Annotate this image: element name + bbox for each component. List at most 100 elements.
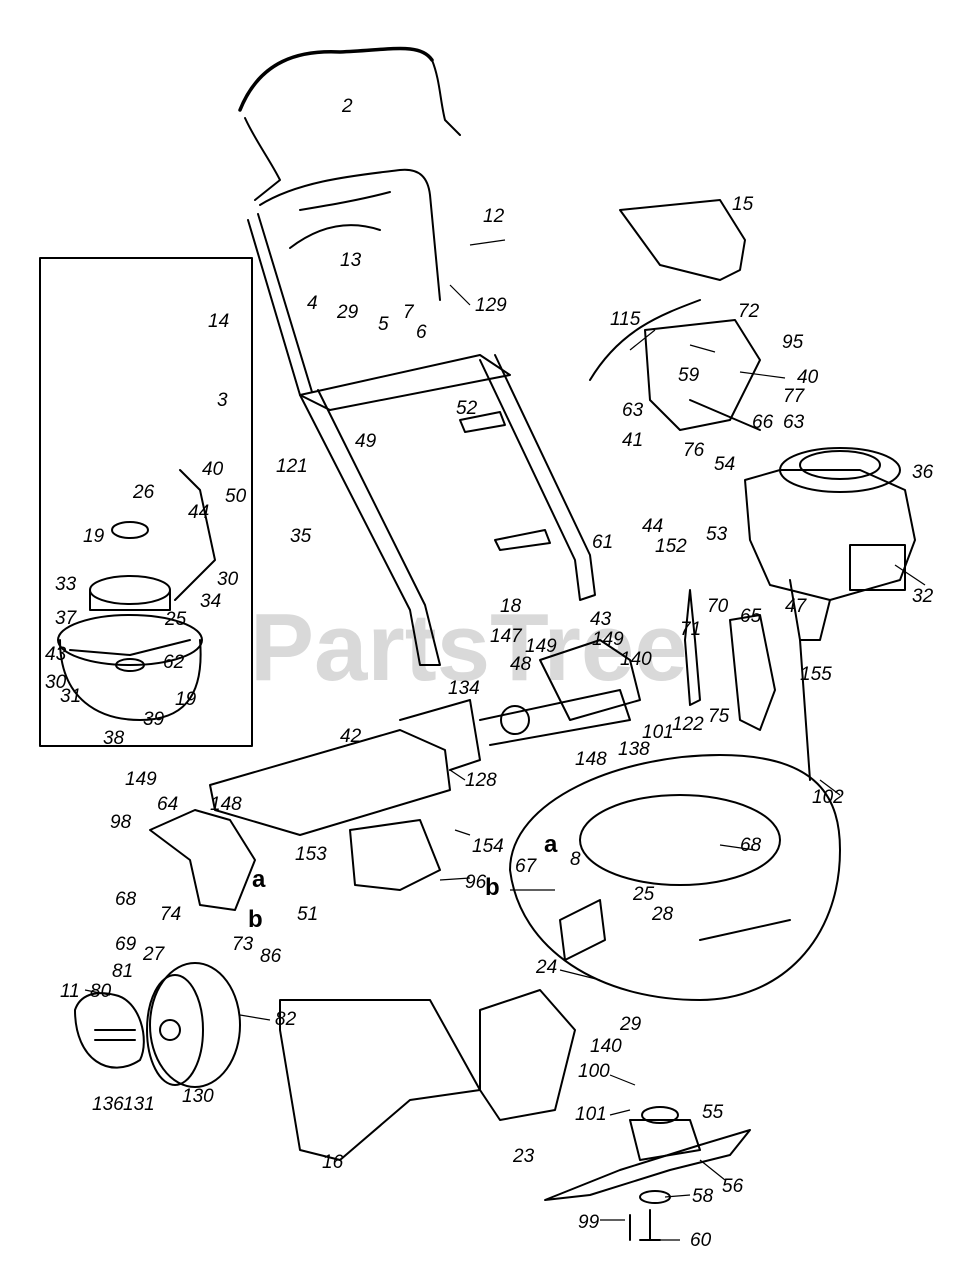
label-4: 4 <box>307 293 318 314</box>
label-5: 5 <box>378 314 389 335</box>
label-60: 60 <box>690 1230 712 1251</box>
watermark: PartsTree <box>250 594 688 701</box>
label-50: 50 <box>225 486 247 507</box>
label-148: 148 <box>210 794 242 815</box>
label-35: 35 <box>290 526 312 547</box>
label-82: 82 <box>275 1009 297 1030</box>
label-130: 130 <box>182 1086 214 1107</box>
upper-handle-drawing <box>247 168 511 411</box>
label-44: 44 <box>188 502 209 523</box>
label-26: 26 <box>132 482 155 503</box>
label-68: 68 <box>740 835 762 856</box>
label-66: 66 <box>752 412 774 433</box>
label-39: 39 <box>143 709 165 730</box>
label-27: 27 <box>142 944 166 965</box>
label-3: 3 <box>217 390 228 411</box>
label-30: 30 <box>45 672 67 693</box>
label-96: 96 <box>465 872 487 893</box>
label-148: 148 <box>575 749 607 770</box>
label-43: 43 <box>590 609 612 630</box>
label-25: 25 <box>164 609 187 630</box>
label-41: 41 <box>622 430 643 451</box>
label-28: 28 <box>651 904 674 925</box>
label-11: 11 <box>60 981 80 1002</box>
label-2: 2 <box>341 96 353 117</box>
label-40: 40 <box>202 459 224 480</box>
label-54: 54 <box>714 454 735 475</box>
label-80: 80 <box>90 981 112 1002</box>
label-63: 63 <box>783 412 805 433</box>
label-73: 73 <box>232 934 254 955</box>
height-lever-drawing <box>149 589 701 911</box>
label-58: 58 <box>692 1186 714 1207</box>
label-56: 56 <box>722 1176 744 1197</box>
label-115: 115 <box>610 309 641 330</box>
label-34: 34 <box>200 591 221 612</box>
label-70: 70 <box>707 596 729 617</box>
label-122: 122 <box>672 714 704 735</box>
label-149: 149 <box>125 769 157 790</box>
label-100: 100 <box>578 1061 610 1082</box>
label-76: 76 <box>683 440 705 461</box>
blade-drawing <box>544 1106 751 1241</box>
label-8: 8 <box>570 849 581 870</box>
label-95: 95 <box>782 332 804 353</box>
label-134: 134 <box>448 678 480 699</box>
label-31: 31 <box>60 686 81 707</box>
label-86: 86 <box>260 946 282 967</box>
label-149: 149 <box>592 629 624 650</box>
label-75: 75 <box>708 706 730 727</box>
label-23: 23 <box>512 1146 535 1167</box>
label-74: 74 <box>160 904 181 925</box>
label-59: 59 <box>678 365 700 386</box>
letter-a-right: a <box>544 831 558 858</box>
label-65: 65 <box>740 606 762 627</box>
label-55: 55 <box>702 1102 724 1123</box>
label-19: 19 <box>83 526 105 547</box>
bag-top-drawing <box>589 199 761 431</box>
label-155: 155 <box>800 664 832 685</box>
label-140: 140 <box>590 1036 622 1057</box>
label-48: 48 <box>510 654 532 675</box>
label-138: 138 <box>618 739 650 760</box>
label-25: 25 <box>632 884 655 905</box>
grass-bag-drawing <box>279 989 576 1161</box>
label-77: 77 <box>783 386 806 407</box>
label-16: 16 <box>322 1152 344 1173</box>
label-154: 154 <box>472 836 504 857</box>
label-18: 18 <box>500 596 522 617</box>
label-53: 53 <box>706 524 728 545</box>
label-52: 52 <box>456 398 478 419</box>
label-24: 24 <box>535 957 557 978</box>
mower-deck-drawing <box>509 754 841 1001</box>
label-102: 102 <box>812 787 844 808</box>
label-47: 47 <box>785 596 808 617</box>
label-44: 44 <box>642 516 663 537</box>
inset-detail-box <box>39 257 253 747</box>
label-72: 72 <box>738 301 760 322</box>
label-98: 98 <box>110 812 132 833</box>
label-6: 6 <box>416 322 427 343</box>
label-69: 69 <box>115 934 137 955</box>
label-30: 30 <box>217 569 239 590</box>
label-140: 140 <box>620 649 652 670</box>
letter-a-left: a <box>252 866 266 893</box>
label-7: 7 <box>403 302 415 323</box>
wheel-drawing <box>74 962 241 1088</box>
label-136: 136 <box>92 1094 124 1115</box>
label-99: 99 <box>578 1212 600 1233</box>
label-131: 131 <box>123 1094 155 1115</box>
lower-handle-drawing <box>299 354 596 666</box>
label-29: 29 <box>619 1014 642 1035</box>
label-38: 38 <box>103 728 125 749</box>
label-63: 63 <box>622 400 644 421</box>
label-61: 61 <box>592 532 613 553</box>
drive-assembly-drawing <box>209 614 776 836</box>
label-147: 147 <box>490 626 523 647</box>
label-129: 129 <box>475 295 507 316</box>
label-153: 153 <box>295 844 327 865</box>
label-32: 32 <box>912 586 934 607</box>
label-12: 12 <box>483 206 505 227</box>
leader-lines <box>84 239 926 1241</box>
label-37: 37 <box>55 608 78 629</box>
